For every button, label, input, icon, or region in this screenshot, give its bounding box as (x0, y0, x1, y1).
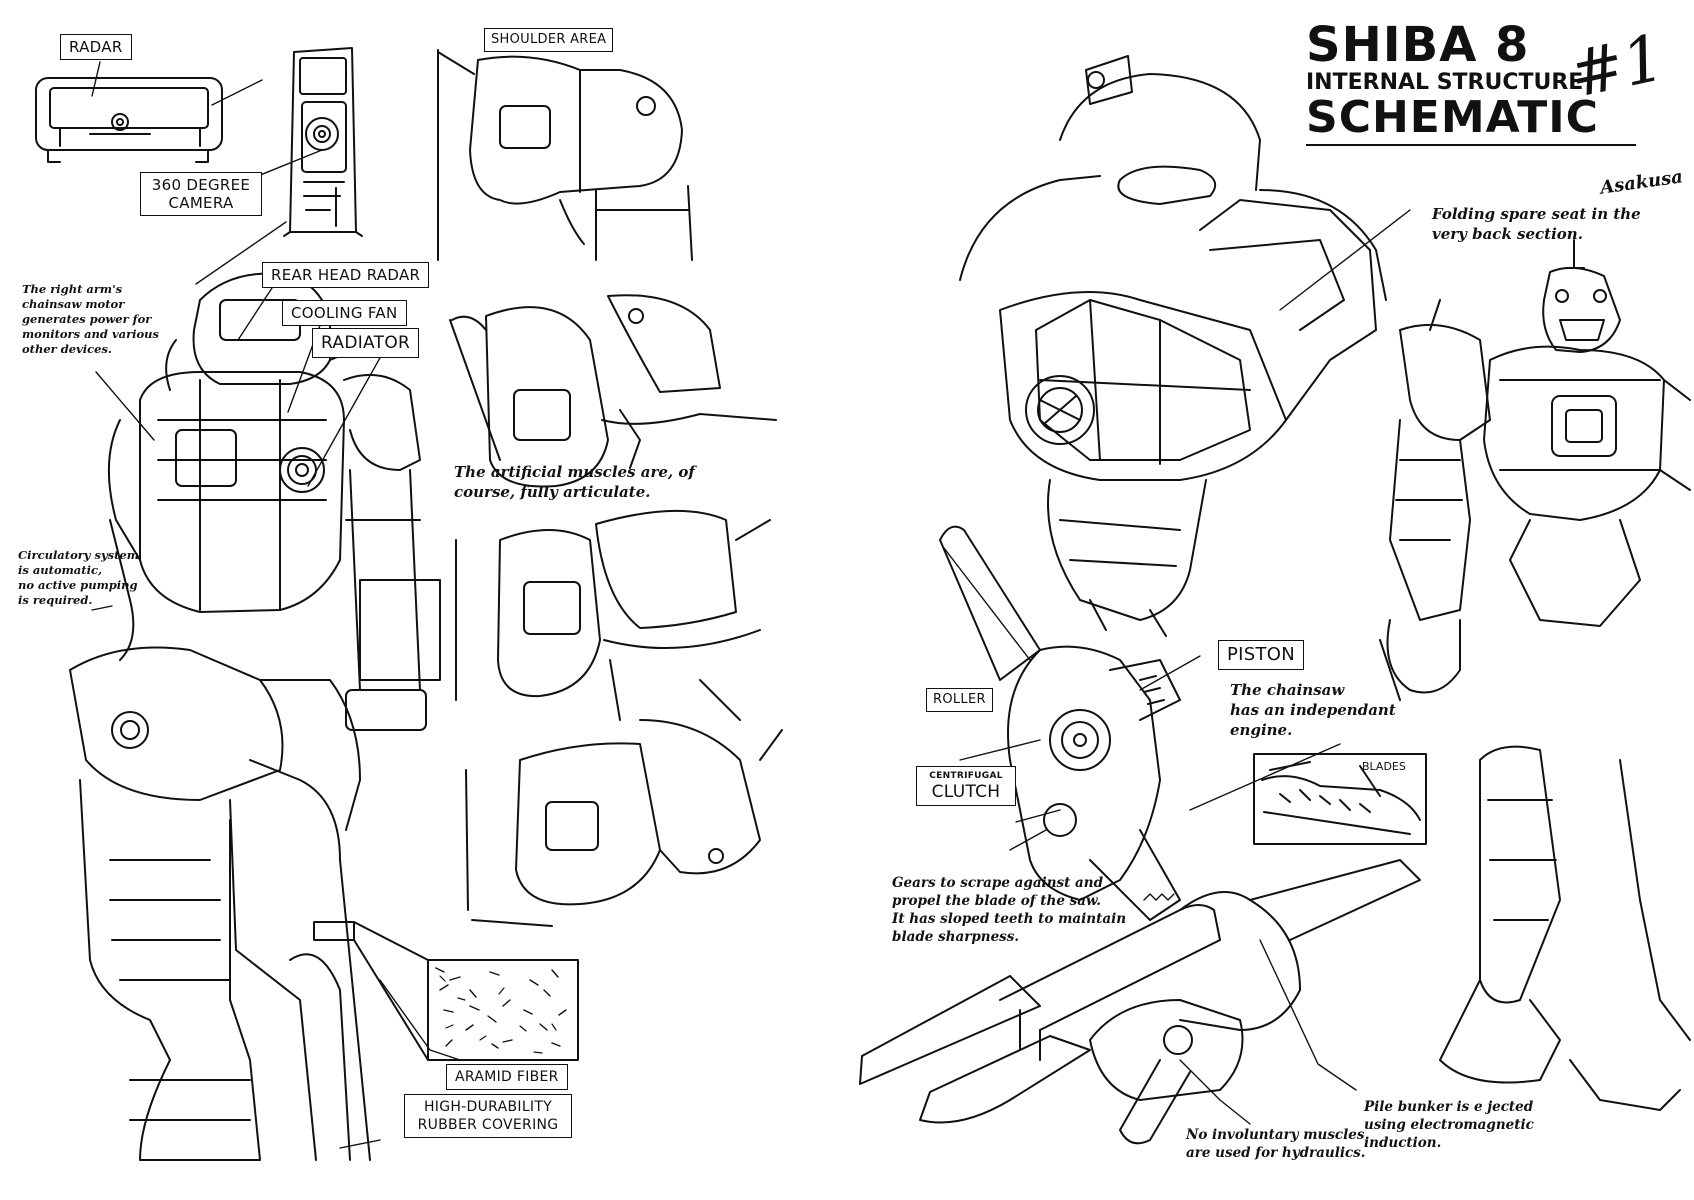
label-rubber-covering: HIGH-DURABILITY RUBBER COVERING (404, 1094, 572, 1138)
note-muscles: The artificial muscles are, of course, f… (454, 463, 695, 501)
label-centrifugal-clutch: CENTRIFUGAL CLUTCH (916, 766, 1016, 806)
label-clutch: CLUTCH (931, 782, 1001, 802)
note-circulatory: Circulatory system is automatic, no acti… (18, 548, 139, 607)
title-line2: INTERNAL STRUCTURE (1306, 70, 1584, 95)
label-blades: BLADES (1362, 760, 1406, 773)
note-gears: Gears to scrape against and propel the b… (892, 875, 1127, 945)
chainsaw-drawing (939, 525, 1181, 921)
label-centrifugal: CENTRIFUGAL (929, 771, 1003, 781)
muscle-drawing-1 (449, 294, 777, 488)
label-piston: PISTON (1218, 640, 1305, 670)
page-title: SHIBA 8 INTERNAL STRUCTURE SCHEMATIC (1306, 20, 1646, 141)
muscle-drawing-2 (455, 509, 771, 721)
label-radiator: RADIATOR (312, 328, 420, 358)
blades-inset (1253, 753, 1427, 845)
label-360-camera-line2: CAMERA (168, 194, 234, 212)
label-rubber-covering-line2: RUBBER COVERING (417, 1117, 559, 1133)
title-underline (1306, 144, 1636, 146)
shoulder-drawing (437, 49, 693, 261)
note-hydraulics: No involuntary muscles are used for hydr… (1186, 1127, 1366, 1161)
camera-drawing (283, 47, 363, 237)
aramid-fiber-swatch (313, 921, 579, 1061)
cockpit-drawing (959, 55, 1387, 637)
robot-back-view-drawing (69, 272, 441, 1161)
label-rear-head-radar: REAR HEAD RADAR (262, 262, 430, 288)
note-chainsaw-engine: The chainsaw has an independant engine. (1230, 681, 1396, 739)
label-shoulder-area: SHOULDER AREA (484, 28, 614, 52)
robot-front-view-drawing (1379, 239, 1691, 1111)
label-rubber-covering-line1: HIGH-DURABILITY (423, 1099, 553, 1115)
title-line3: SCHEMATIC (1306, 92, 1599, 143)
label-360-camera: 360 DEGREE CAMERA (140, 172, 262, 216)
title-line1: SHIBA 8 (1306, 17, 1530, 73)
note-chainsaw-power: The right arm's chainsaw motor generates… (22, 282, 160, 356)
label-cooling-fan: COOLING FAN (282, 300, 407, 326)
leader-lines (91, 61, 1411, 1149)
radar-drawing (35, 77, 223, 163)
label-radar: RADAR (60, 34, 132, 60)
muscle-drawing-3 (465, 679, 783, 927)
note-pile-bunker: Pile bunker is e jected using electromag… (1364, 1099, 1534, 1151)
note-spare-seat: Folding spare seat in the very back sect… (1432, 205, 1641, 243)
label-360-camera-line1: 360 DEGREE (151, 176, 251, 194)
label-aramid-fiber: ARAMID FIBER (446, 1064, 568, 1090)
pile-bunker-drawing (859, 859, 1421, 1145)
label-roller: ROLLER (926, 688, 993, 712)
